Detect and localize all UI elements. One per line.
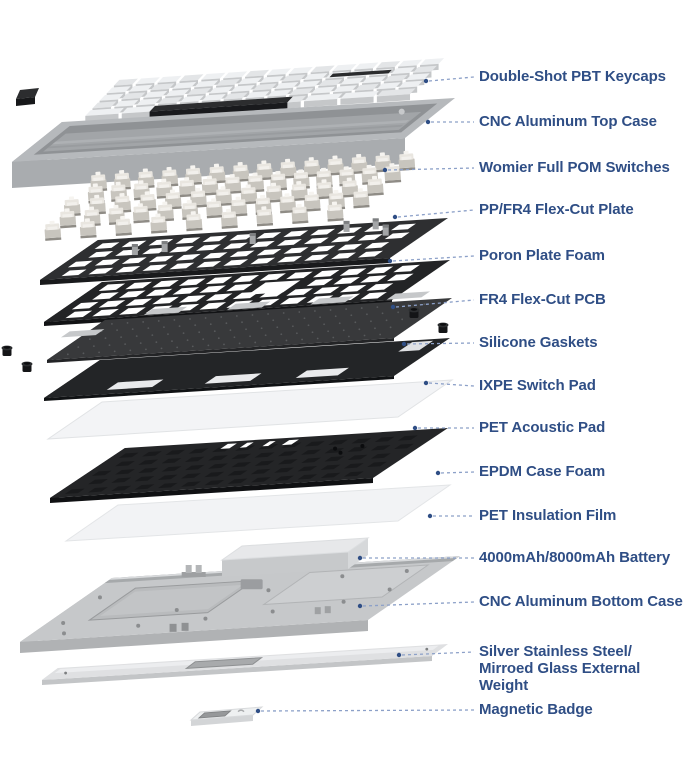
label-womier-full-pom-switches: Womier Full POM Switches — [479, 159, 670, 176]
leader-dot-plate — [392, 214, 398, 220]
leader-magnetic-badge — [255, 708, 475, 714]
leader-line-epdm-foam — [440, 471, 475, 474]
leader-line-switches — [387, 167, 475, 171]
leader-epdm-foam — [435, 470, 475, 476]
leader-dot-battery — [357, 555, 363, 561]
insulation-film-layer — [64, 484, 452, 542]
leader-dot-bottom-case — [357, 603, 363, 609]
leader-keycaps — [423, 76, 475, 84]
label-pet-insulation-film: PET Insulation Film — [479, 507, 617, 524]
leader-dot-gaskets — [401, 341, 407, 347]
top-case-layer — [12, 98, 455, 188]
leader-acoustic-pad — [412, 425, 474, 431]
leader-external-weight — [396, 651, 475, 658]
switches-layer — [44, 150, 416, 241]
leader-insulation-film — [427, 513, 474, 519]
leader-dot-keycaps — [423, 78, 429, 84]
leader-plate — [392, 209, 475, 220]
leader-dot-acoustic-pad — [412, 425, 418, 431]
leader-line-ixpe-pad — [428, 382, 475, 387]
battery — [220, 537, 370, 577]
leader-line-plate-foam — [392, 255, 475, 262]
plate-layer — [40, 218, 448, 285]
leader-dot-external-weight — [396, 652, 402, 658]
leader-dot-pcb — [390, 304, 396, 310]
leader-plate-foam — [387, 255, 475, 264]
label-epdm-case-foam: EPDM Case Foam — [479, 463, 606, 480]
label-cnc-aluminum-bottom-case: CNC Aluminum Bottom Case — [479, 593, 683, 610]
leader-line-plate — [397, 209, 475, 218]
label-pp-fr4-flex-cut-plate: PP/FR4 Flex-Cut Plate — [479, 201, 634, 218]
acoustic-pad-layer — [46, 379, 454, 440]
leader-top-case — [425, 119, 474, 125]
label-poron-plate-foam: Poron Plate Foam — [479, 247, 605, 264]
leader-line-bottom-case — [362, 601, 475, 607]
external-weight-layer — [42, 644, 448, 685]
label-external-weight: Silver Stainless Steel/ Mirroed Glass Ex… — [479, 643, 641, 694]
leader-pcb — [390, 299, 475, 310]
leader-dot-top-case — [425, 119, 431, 125]
keycaps-layer — [85, 58, 445, 122]
label-ixpe-switch-pad: IXPE Switch Pad — [479, 377, 596, 394]
epdm-foam-layer — [50, 428, 448, 503]
leader-line-magnetic-badge — [260, 709, 475, 712]
pcb-layer — [47, 291, 452, 363]
leader-battery — [357, 555, 474, 561]
label-fr4-flex-cut-pcb: FR4 Flex-Cut PCB — [479, 291, 606, 308]
leader-dot-plate-foam — [387, 258, 393, 264]
gaskets-layer — [1, 307, 449, 372]
label-double-shot-pbt-keycaps: Double-Shot PBT Keycaps — [479, 68, 666, 85]
leader-ixpe-pad — [423, 380, 475, 387]
label-battery: 4000mAh/8000mAh Battery — [479, 549, 671, 566]
leader-switches — [382, 167, 475, 173]
leader-dot-ixpe-pad — [423, 380, 429, 386]
leader-dot-magnetic-badge — [255, 708, 261, 714]
leader-line-external-weight — [401, 651, 475, 656]
leader-line-gaskets — [406, 342, 475, 345]
label-cnc-aluminum-top-case: CNC Aluminum Top Case — [479, 113, 657, 130]
leader-bottom-case — [357, 601, 475, 609]
leader-line-keycaps — [428, 76, 475, 82]
bottom-case-layer — [20, 556, 461, 653]
leader-dot-epdm-foam — [435, 470, 441, 476]
label-silicone-gaskets: Silicone Gaskets — [479, 334, 598, 351]
leader-dot-insulation-film — [427, 513, 433, 519]
leader-gaskets — [401, 341, 475, 347]
label-pet-acoustic-pad: PET Acoustic Pad — [479, 419, 606, 436]
leader-line-pcb — [395, 299, 475, 308]
label-magnetic-badge: Magnetic Badge — [479, 701, 593, 718]
ixpe-pad-layer — [44, 338, 450, 401]
leader-dot-switches — [382, 167, 388, 173]
magnetic-badge — [189, 706, 264, 726]
